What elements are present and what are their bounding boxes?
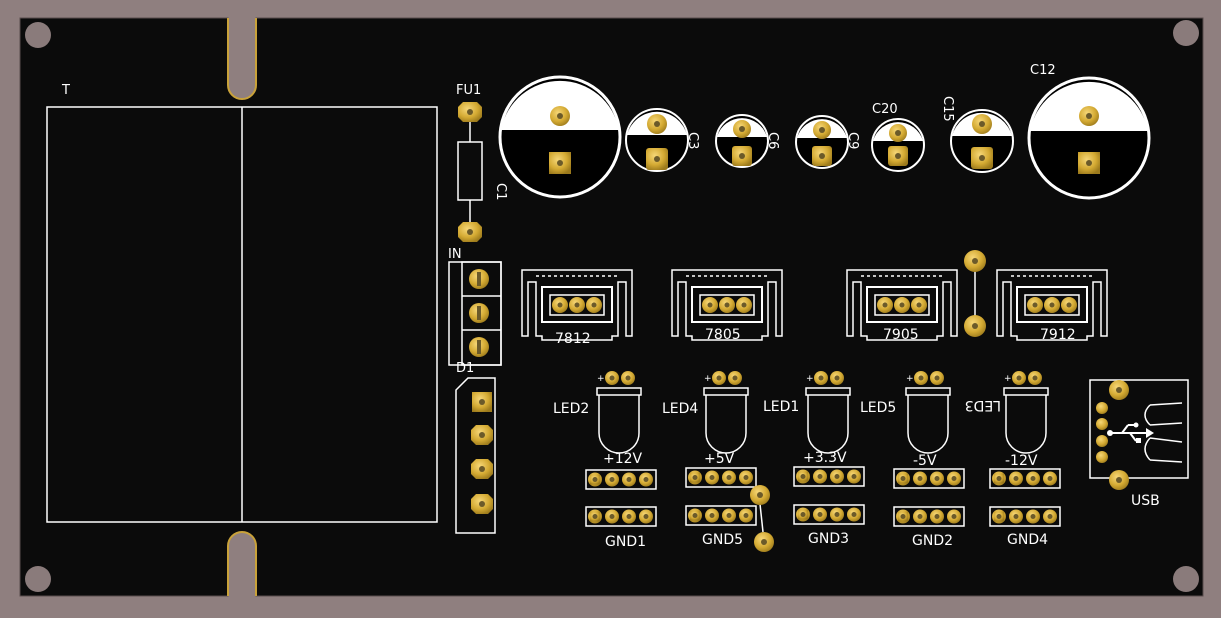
label-reg-7812: 7812 bbox=[555, 331, 591, 347]
via-pads bbox=[750, 485, 774, 552]
svg-text:+: + bbox=[806, 374, 814, 384]
mounting-hole bbox=[25, 22, 51, 48]
label-c1: C1 bbox=[493, 183, 508, 200]
regulator-7812 bbox=[521, 269, 633, 341]
svg-text:+: + bbox=[704, 374, 712, 384]
header-p12 bbox=[585, 469, 657, 490]
header-gnd4 bbox=[989, 506, 1061, 527]
label-gnd4: GND4 bbox=[1007, 532, 1048, 548]
capacitor-c9 bbox=[795, 115, 849, 169]
capacitor-c20 bbox=[871, 118, 925, 172]
led-led5: + bbox=[905, 371, 951, 454]
led-led3: + bbox=[1003, 371, 1049, 454]
led-led2: + bbox=[596, 371, 642, 454]
label-gnd5: GND5 bbox=[702, 532, 743, 548]
label-c3: C3 bbox=[685, 132, 700, 149]
top-slot-edge bbox=[227, 18, 257, 100]
label-led5: LED5 bbox=[860, 400, 896, 416]
label-reg-7912: 7912 bbox=[1040, 327, 1076, 343]
header-p33 bbox=[793, 466, 865, 487]
label-gnd2: GND2 bbox=[912, 533, 953, 549]
usb-connector bbox=[1089, 379, 1189, 490]
label-gnd3: GND3 bbox=[808, 531, 849, 547]
label-c12: C12 bbox=[1030, 63, 1056, 78]
header-p5 bbox=[685, 467, 757, 488]
mounting-hole bbox=[1173, 20, 1199, 46]
bridge-rectifier-d1 bbox=[455, 377, 496, 534]
svg-text:+: + bbox=[597, 374, 605, 384]
header-gnd1 bbox=[585, 506, 657, 527]
label-rail-p5: +5V bbox=[704, 451, 735, 467]
label-rail-m12: -12V bbox=[1005, 453, 1038, 469]
label-bridge: D1 bbox=[456, 361, 474, 376]
label-rail-p33: +3.3V bbox=[803, 450, 847, 466]
resistor-pads bbox=[964, 250, 986, 337]
capacitor-large-left bbox=[498, 75, 622, 199]
led-led4: + bbox=[703, 371, 749, 454]
regulator-7805 bbox=[671, 269, 783, 341]
label-usb: USB bbox=[1131, 493, 1160, 509]
svg-text:+: + bbox=[1004, 374, 1012, 384]
label-c6: C6 bbox=[765, 132, 780, 149]
label-c20: C20 bbox=[872, 102, 898, 117]
label-input: IN bbox=[448, 247, 462, 262]
svg-text:+: + bbox=[906, 374, 914, 384]
capacitor-c6 bbox=[715, 114, 769, 168]
label-reg-7805: 7805 bbox=[705, 327, 741, 343]
led-led1: + bbox=[805, 371, 851, 454]
header-m12 bbox=[989, 468, 1061, 489]
capacitor-c12 bbox=[1027, 76, 1151, 200]
header-gnd3 bbox=[793, 504, 865, 525]
usb-icon bbox=[1107, 422, 1154, 443]
capacitor-c15 bbox=[950, 109, 1014, 173]
label-c15: C15 bbox=[940, 96, 955, 122]
label-rail-m5: -5V bbox=[913, 453, 937, 469]
header-m5 bbox=[893, 468, 965, 489]
mounting-hole bbox=[25, 566, 51, 592]
fuse-fu1 bbox=[457, 102, 483, 242]
capacitor-c3 bbox=[625, 108, 689, 172]
mounting-hole bbox=[1173, 566, 1199, 592]
regulator-7912 bbox=[996, 269, 1108, 341]
label-gnd1: GND1 bbox=[605, 534, 646, 550]
regulator-7905 bbox=[846, 269, 958, 341]
label-led3: LED3 bbox=[965, 397, 1001, 413]
label-transformer: T bbox=[61, 83, 70, 98]
label-led4: LED4 bbox=[662, 401, 698, 417]
input-terminal bbox=[448, 261, 502, 366]
bottom-slot-edge bbox=[227, 531, 257, 596]
header-gnd2 bbox=[893, 506, 965, 527]
label-fuse: FU1 bbox=[456, 83, 481, 98]
header-gnd5 bbox=[685, 505, 757, 526]
label-rail-p12: +12V bbox=[603, 451, 643, 467]
label-led1: LED1 bbox=[763, 399, 799, 415]
label-c9: C9 bbox=[845, 132, 860, 149]
label-led2: LED2 bbox=[553, 401, 589, 417]
label-reg-7905: 7905 bbox=[883, 327, 919, 343]
